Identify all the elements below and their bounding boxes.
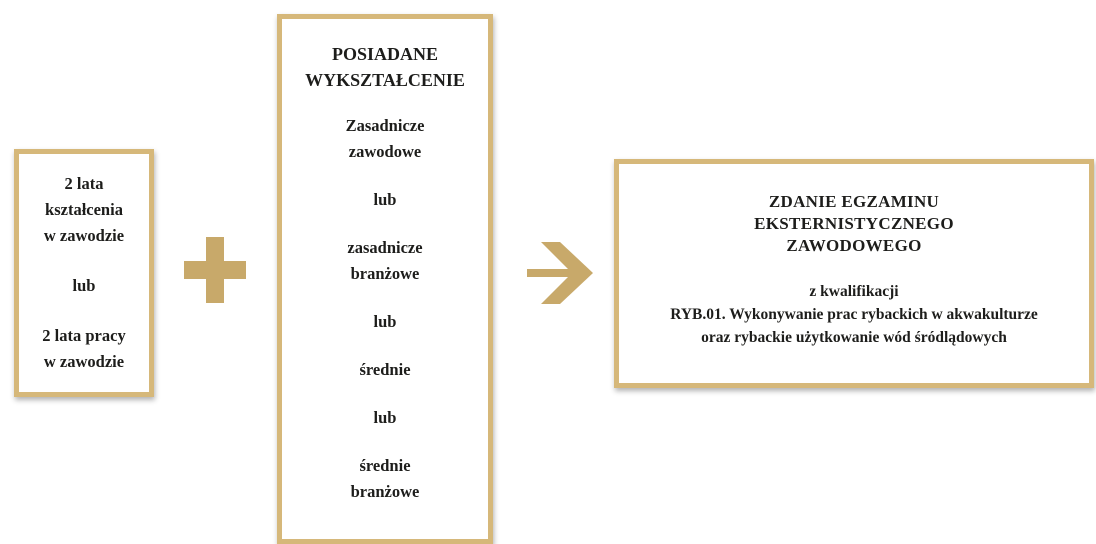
prerequisite-line-2: kształcenia	[45, 200, 123, 219]
exam-qualification-line-3: oraz rybackie użytkowanie wód śródlądowy…	[701, 329, 1007, 346]
exam-box: ZDANIE EGZAMINU EKSTERNISTYCZNEGO ZAWODO…	[614, 159, 1094, 388]
education-option-4-line-2: branżowe	[350, 482, 420, 501]
education-box: POSIADANE WYKSZTAŁCENIE Zasadnicze zawod…	[277, 14, 493, 544]
exam-title-line-1: ZDANIE EGZAMINU	[768, 192, 940, 211]
exam-title-line-2: EKSTERNISTYCZNEGO	[754, 214, 954, 233]
prerequisite-line-4: 2 lata pracy	[42, 326, 126, 345]
arrow-right-icon	[527, 242, 593, 304]
exam-qualification-line-1: z kwalifikacji	[809, 283, 899, 300]
exam-title: ZDANIE EGZAMINU EKSTERNISTYCZNEGO ZAWODO…	[754, 191, 954, 257]
education-or-3: lub	[373, 408, 397, 427]
education-option-4-line-1: średnie	[359, 456, 411, 475]
exam-qualification-line-2: RYB.01. Wykonywanie prac rybackich w akw…	[670, 306, 1038, 323]
education-option-1-line-1: Zasadnicze	[345, 116, 425, 135]
education-option-2-line-2: branżowe	[350, 264, 420, 283]
prerequisite-line-3: w zawodzie	[43, 226, 125, 245]
education-option-1-line-2: zawodowe	[348, 142, 422, 161]
education-title: POSIADANE WYKSZTAŁCENIE	[305, 41, 465, 93]
education-or-2: lub	[373, 312, 397, 331]
prerequisite-line-5: w zawodzie	[43, 352, 125, 371]
education-or-1: lub	[373, 190, 397, 209]
education-title-line-1: POSIADANE	[331, 44, 438, 64]
education-title-line-2: WYKSZTAŁCENIE	[305, 70, 465, 90]
exam-qualification: z kwalifikacji RYB.01. Wykonywanie prac …	[670, 280, 1038, 349]
prerequisite-box: 2 lata kształcenia w zawodzie lub 2 lata…	[14, 149, 154, 397]
education-option-3: średnie	[359, 360, 411, 379]
prerequisite-or: lub	[72, 276, 96, 295]
exam-title-line-3: ZAWODOWEGO	[786, 236, 922, 255]
education-option-2-line-1: zasadnicze	[347, 238, 423, 257]
prerequisite-line-1: 2 lata	[64, 174, 104, 193]
plus-icon	[184, 237, 246, 303]
